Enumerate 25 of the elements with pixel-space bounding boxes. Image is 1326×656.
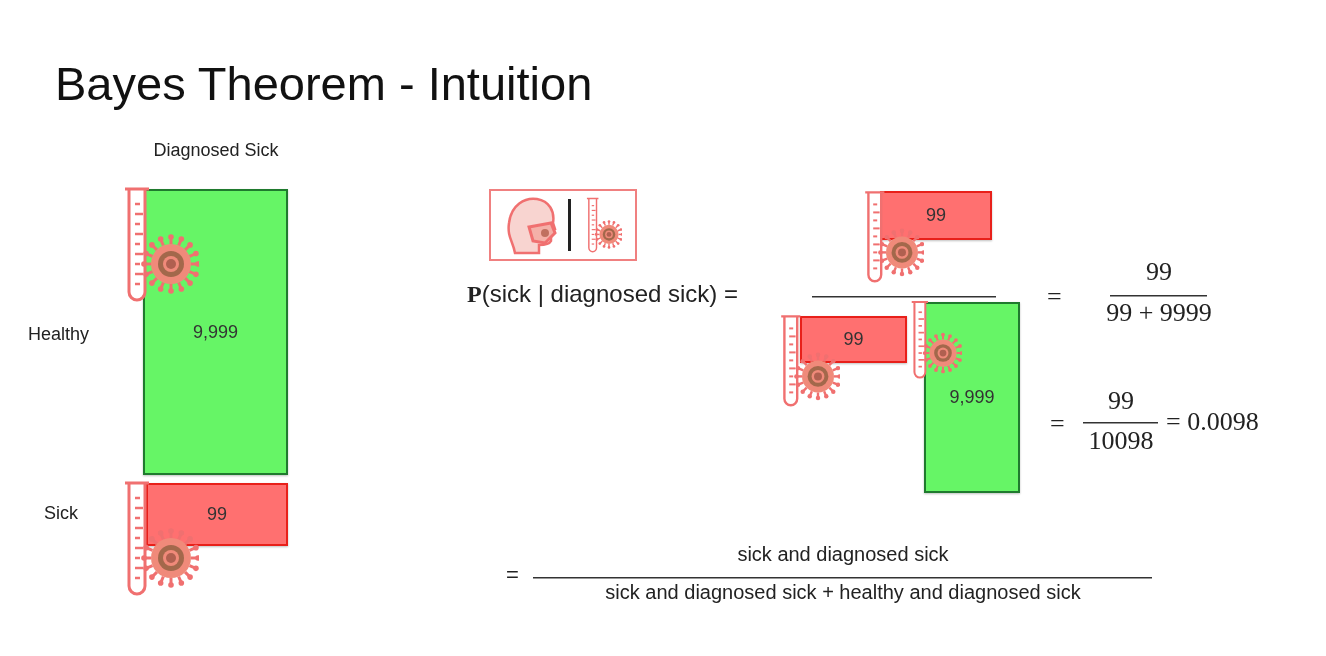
formula-text: Healthy — [28, 324, 90, 346]
formula-text: sick and diagnosed sick + healthy and diagnosed sick — [604, 580, 1082, 604]
sick-count-box — [146, 483, 288, 546]
formula-text: 99 + 9999 — [1105, 297, 1213, 329]
formula-text: Sick — [44, 503, 78, 525]
count-text: 99 — [843, 329, 864, 350]
formula-text: Diagnosed Sick — [152, 140, 280, 162]
count-text: 9,999 — [949, 387, 995, 408]
sick-count-box — [880, 191, 992, 240]
healthy-count-box — [924, 302, 1020, 493]
sick-count-box — [800, 316, 907, 363]
count-text: 99 — [926, 205, 946, 226]
formula-text: sick and diagnosed sick — [736, 542, 950, 566]
formula-text: = — [1050, 408, 1065, 440]
formula-text: 99 — [1145, 256, 1173, 288]
formula-text: 99 — [1107, 385, 1135, 417]
formula-text: P(sick | diagnosed sick) = — [467, 280, 738, 309]
formula-text: = 0.0098 — [1166, 406, 1259, 438]
formula-text: = — [506, 562, 519, 589]
count-text: 9,999 — [192, 321, 238, 343]
healthy-count-box — [143, 189, 288, 475]
count-text: 99 — [207, 504, 227, 525]
formula-text: = — [1047, 281, 1062, 313]
formula-text: 10098 — [1087, 425, 1155, 457]
slide-title: Bayes Theorem - Intuition — [55, 56, 593, 111]
